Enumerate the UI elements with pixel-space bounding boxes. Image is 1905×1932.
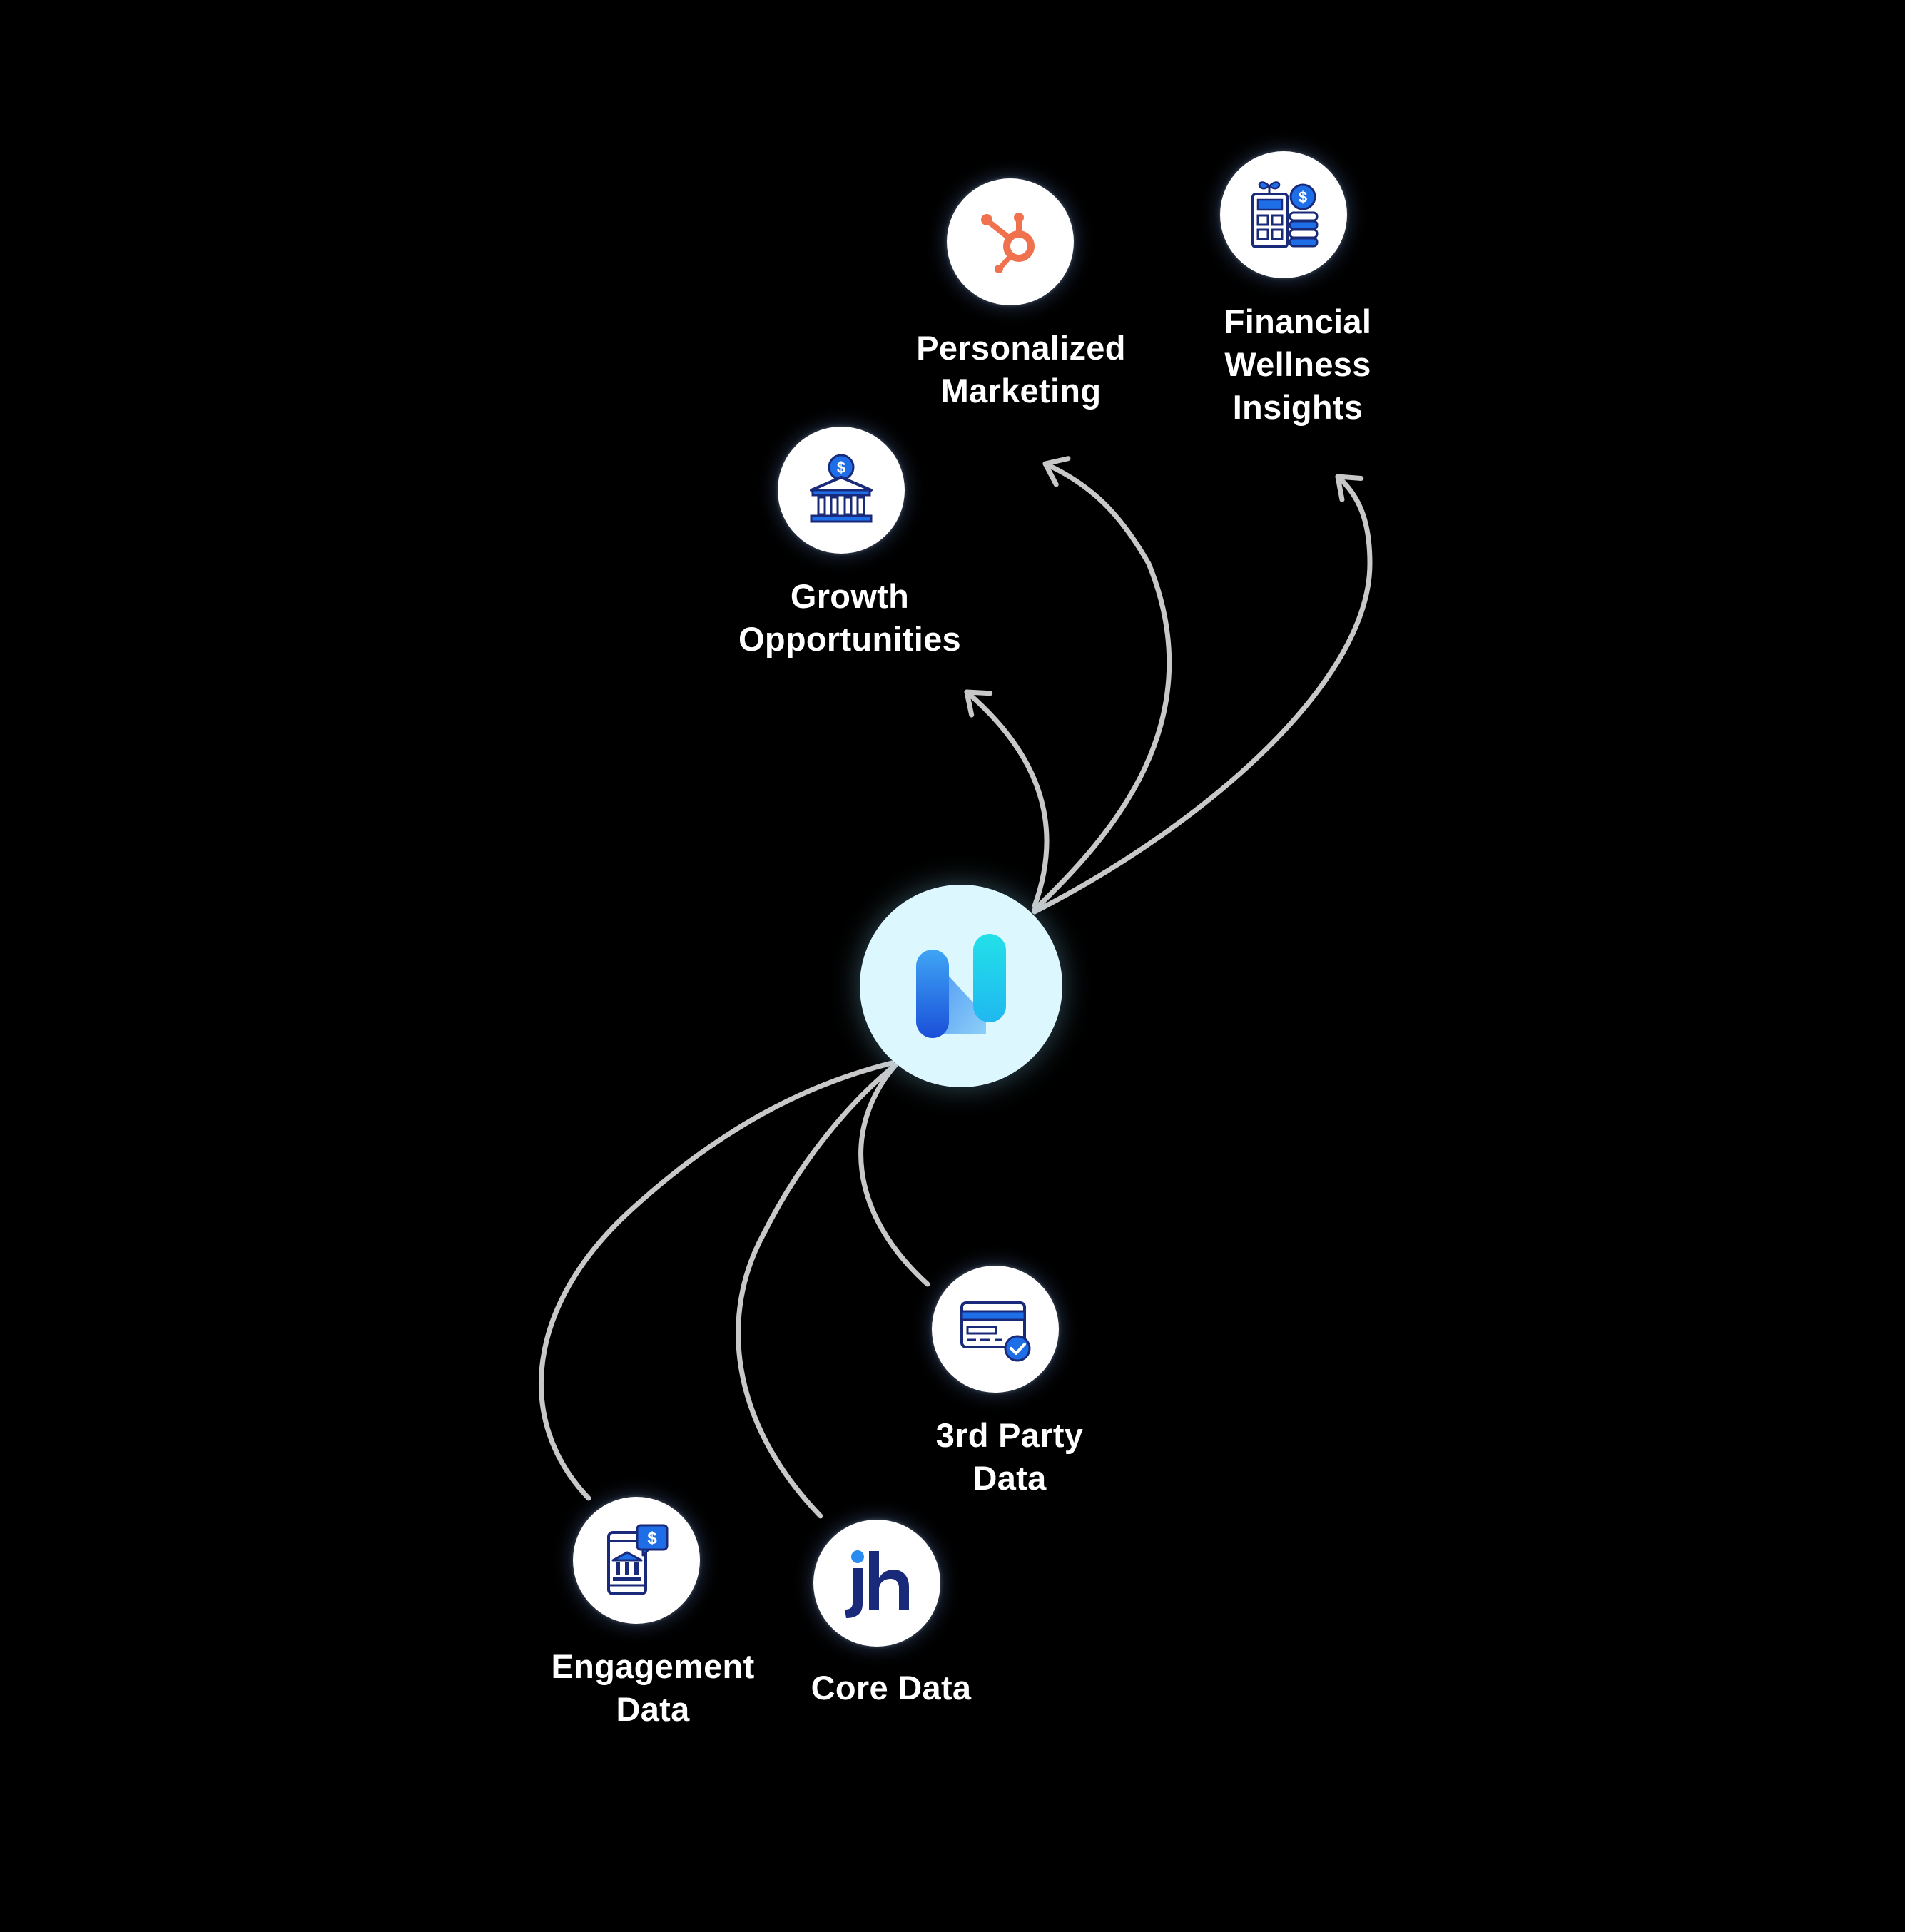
n-logo-icon [916, 934, 1006, 1038]
hubspot-icon [981, 213, 1035, 273]
label-line: Personalized [916, 329, 1126, 367]
label-line: 3rd Party [935, 1416, 1084, 1454]
growth-opportunities-label: Growth Opportunities [700, 575, 1000, 661]
personalized-marketing-node[interactable] [947, 178, 1074, 305]
label-line: Financial [1224, 302, 1372, 340]
jh-logo-icon [845, 1550, 909, 1618]
svg-text:$: $ [647, 1529, 657, 1548]
engagement-data-node[interactable]: $ [573, 1497, 700, 1624]
mobile-bank-icon: $ [607, 1524, 669, 1595]
label-line: Data [616, 1690, 690, 1728]
third-party-data-label: 3rd Party Data [860, 1414, 1159, 1500]
growth-opportunities-node[interactable]: $ [778, 427, 905, 554]
label-line: Core Data [811, 1669, 972, 1707]
credit-card-check-icon [960, 1301, 1031, 1362]
label-line: Insights [1232, 388, 1363, 426]
connector-hub-to-marketing [1032, 456, 1172, 912]
engagement-data-label: Engagement Data [503, 1645, 803, 1731]
calculator-coins-icon: $ [1251, 181, 1319, 248]
label-line: Growth [790, 577, 910, 615]
financial-wellness-node[interactable]: $ [1220, 151, 1347, 278]
svg-text:$: $ [837, 459, 845, 477]
svg-text:$: $ [1299, 188, 1307, 206]
core-data-label: Core Data [741, 1667, 1041, 1709]
label-line: Opportunities [738, 620, 961, 658]
personalized-marketing-label: Personalized Marketing [871, 327, 1171, 412]
connector-hub-to-growth [964, 689, 1050, 909]
third-party-data-node[interactable] [932, 1266, 1059, 1393]
hub-node[interactable] [860, 885, 1062, 1087]
connector-third-party-to-hub [858, 1062, 930, 1287]
label-line: Engagement [551, 1647, 755, 1685]
core-data-node[interactable] [813, 1520, 940, 1647]
label-line: Wellness [1224, 345, 1371, 383]
financial-wellness-label: Financial Wellness Insights [1148, 300, 1448, 429]
label-line: Marketing [940, 372, 1102, 410]
connector-engagement-to-hub [539, 1060, 895, 1501]
connector-core-to-hub [736, 1062, 898, 1519]
bank-dollar-icon: $ [810, 454, 873, 523]
label-line: Data [972, 1459, 1047, 1497]
connector-hub-to-wellness [1032, 474, 1373, 915]
